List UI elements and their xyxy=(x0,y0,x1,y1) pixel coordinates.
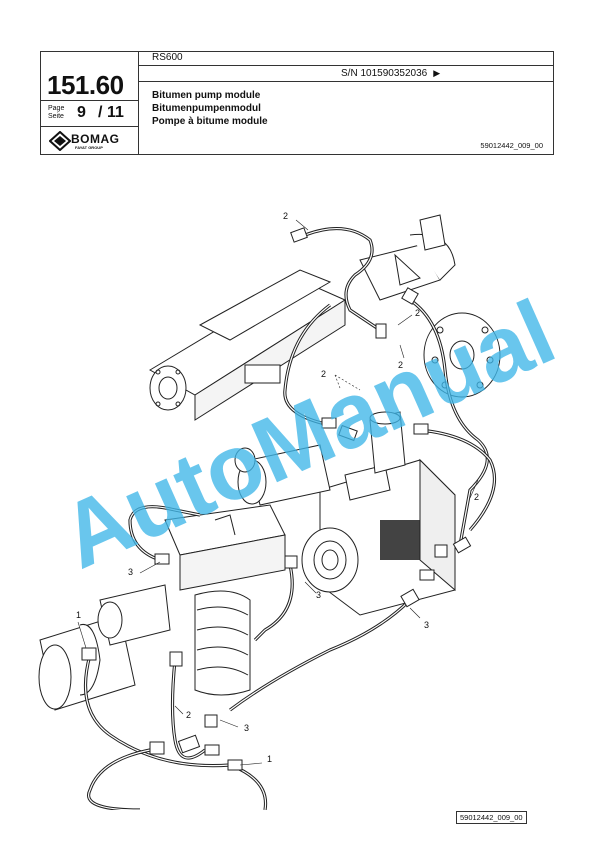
section-number: 151.60 xyxy=(47,70,124,100)
exploded-diagram xyxy=(38,214,501,810)
footer-reference: 59012442_009_00 xyxy=(456,811,527,824)
leader-lines xyxy=(77,219,479,766)
title-en: Bitumen pump module xyxy=(152,90,261,101)
title-de: Bitumenpumpenmodul xyxy=(152,103,261,114)
bomag-logo: BOMAG FAYAT GROUP xyxy=(47,130,133,152)
callout-label: 2 xyxy=(186,710,192,720)
motor-coupling xyxy=(38,504,286,711)
callout-label: 3 xyxy=(244,723,250,733)
header-rule xyxy=(138,81,553,82)
callout-label: 3 xyxy=(316,590,322,600)
page-label: Page Seite xyxy=(48,105,64,121)
callout-label: 2 xyxy=(283,211,289,221)
page-separator: / xyxy=(98,104,103,121)
top-right-flange xyxy=(359,214,501,398)
header-rule xyxy=(41,126,138,127)
reference-number: 59012442_009_00 xyxy=(480,141,543,150)
page-label-de: Seite xyxy=(48,113,64,120)
page-number: 9 xyxy=(77,104,86,121)
callout-label: 3 xyxy=(128,567,134,577)
hose-lines xyxy=(83,226,497,810)
header-block: 151.60 Page Seite 9 / 11 BOMAG FAYAT GRO… xyxy=(40,51,554,155)
callout-label: 1 xyxy=(267,754,273,764)
callout-label: 2 xyxy=(321,369,327,379)
serial-arrow-icon: ▶ xyxy=(433,68,441,78)
model-name: RS600 xyxy=(152,52,183,63)
callout-label: 2 xyxy=(398,360,404,370)
header-rule xyxy=(41,100,138,101)
filter-housing xyxy=(149,269,347,421)
page-total: 11 xyxy=(107,104,124,121)
serial-text: S/N 101590352036 xyxy=(341,68,428,79)
callout-label: 2 xyxy=(415,308,421,318)
page-label-en: Page xyxy=(48,105,65,112)
title-block: Bitumen pump module Bitumenpumpenmodul P… xyxy=(152,89,268,128)
logo-brand: BOMAG xyxy=(71,132,120,146)
callout-label: 2 xyxy=(474,492,480,502)
title-fr: Pompe à bitume module xyxy=(152,116,268,127)
bomag-diamond-icon xyxy=(49,131,71,151)
header-rule xyxy=(138,65,553,66)
serial-number: S/N 101590352036 ▶ xyxy=(341,68,440,79)
header-divider xyxy=(138,52,139,154)
callout-label: 1 xyxy=(76,610,82,620)
callout-label: 3 xyxy=(424,620,430,630)
logo-sub: FAYAT GROUP xyxy=(75,145,103,150)
hose-fittings xyxy=(81,227,472,771)
